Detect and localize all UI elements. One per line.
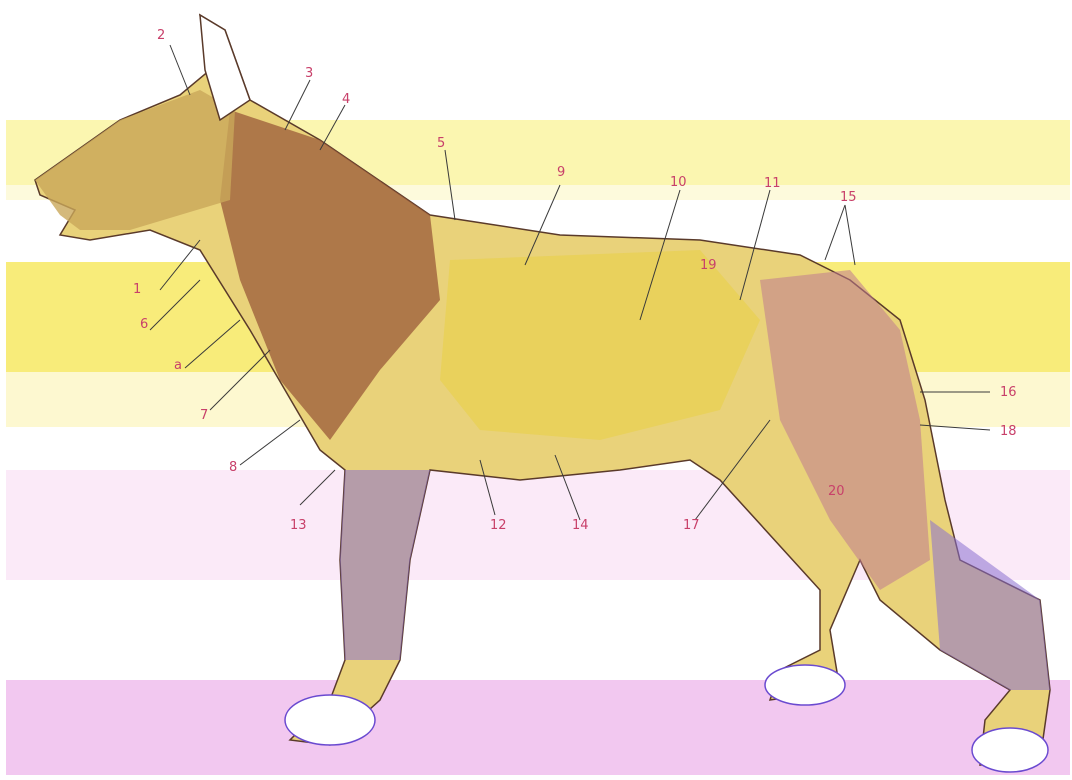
label-15: 15	[840, 190, 857, 205]
label-13: 13	[290, 518, 307, 533]
label-3: 3	[305, 66, 313, 81]
label-a: a	[174, 358, 182, 373]
label-18: 18	[1000, 424, 1017, 439]
label-7: 7	[200, 408, 208, 423]
label-1: 1	[133, 282, 141, 297]
label-2: 2	[157, 28, 165, 43]
rib-cage	[440, 250, 760, 440]
hind-paw-right	[972, 728, 1048, 772]
label-19: 19	[700, 258, 717, 273]
label-12: 12	[490, 518, 507, 533]
label-16: 16	[1000, 385, 1017, 400]
label-20: 20	[828, 484, 845, 499]
label-6: 6	[140, 317, 148, 332]
forelimb	[340, 470, 430, 660]
hind-paw-left	[765, 665, 845, 705]
front-paw	[285, 695, 375, 745]
label-14: 14	[572, 518, 589, 533]
label-17: 17	[683, 518, 700, 533]
label-10: 10	[670, 175, 687, 190]
label-11: 11	[764, 176, 781, 191]
hindlimb	[930, 520, 1050, 690]
label-9: 9	[557, 165, 565, 180]
label-4: 4	[342, 92, 350, 107]
label-8: 8	[229, 460, 237, 475]
label-5: 5	[437, 136, 445, 151]
